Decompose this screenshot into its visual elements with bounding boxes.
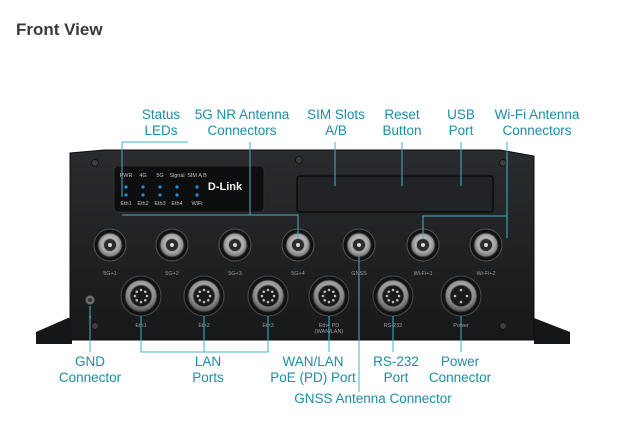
antenna-connector: Wi-Fi+1 bbox=[406, 228, 440, 277]
body-screws bbox=[91, 156, 507, 330]
lower-connector: Eth1 bbox=[120, 275, 162, 329]
antenna-connector: Wi-Fi+2 bbox=[469, 228, 503, 277]
led-label: Eth3 bbox=[154, 201, 165, 207]
leader-lines bbox=[89, 141, 508, 392]
antenna-connector: 5G+2 bbox=[155, 228, 189, 277]
port-label: 5G+1 bbox=[103, 271, 117, 277]
led-label: 5G bbox=[156, 173, 163, 179]
led-label: WiFi bbox=[192, 201, 203, 207]
status-led bbox=[195, 185, 199, 189]
port-label: 5G+4 bbox=[291, 271, 305, 277]
port-label: Wi-Fi+2 bbox=[476, 271, 495, 277]
mounting-flanges bbox=[36, 318, 570, 344]
label-gnss: GNSS Antenna Connector bbox=[294, 391, 452, 406]
lower-connector: Eth3 bbox=[247, 275, 289, 329]
port-label: Wi-Fi+1 bbox=[413, 271, 432, 277]
lower-connector: RS-232 bbox=[372, 275, 414, 329]
status-led bbox=[158, 193, 162, 197]
port-label: 5G+2 bbox=[165, 271, 179, 277]
status-led bbox=[141, 185, 145, 189]
antenna-connector: 5G+4 bbox=[281, 228, 315, 277]
lower-connector: Power bbox=[440, 275, 482, 329]
status-led bbox=[124, 193, 128, 197]
led-label: SIM A B bbox=[187, 173, 207, 179]
led-label: PWR bbox=[120, 173, 133, 179]
brand-logo: D-Link bbox=[208, 181, 243, 193]
led-label: Eth2 bbox=[137, 201, 148, 207]
led-label: Eth4 bbox=[171, 201, 182, 207]
status-led bbox=[175, 185, 179, 189]
antenna-connector: 5G+3 bbox=[218, 228, 252, 277]
status-led bbox=[195, 193, 199, 197]
led-panel bbox=[113, 165, 265, 213]
led-label: Signal bbox=[169, 173, 184, 179]
led-label: Eth1 bbox=[120, 201, 131, 207]
port-label: 5G+3 bbox=[228, 271, 242, 277]
page-title: Front View bbox=[16, 20, 103, 39]
antenna-connector: GNSS bbox=[342, 228, 376, 277]
led-label: 4G bbox=[139, 173, 146, 179]
status-led bbox=[141, 193, 145, 197]
sim-usb-cover bbox=[296, 175, 494, 213]
status-led bbox=[175, 193, 179, 197]
status-led bbox=[124, 185, 128, 189]
antenna-connector: 5G+1 bbox=[93, 228, 127, 277]
status-led bbox=[158, 185, 162, 189]
